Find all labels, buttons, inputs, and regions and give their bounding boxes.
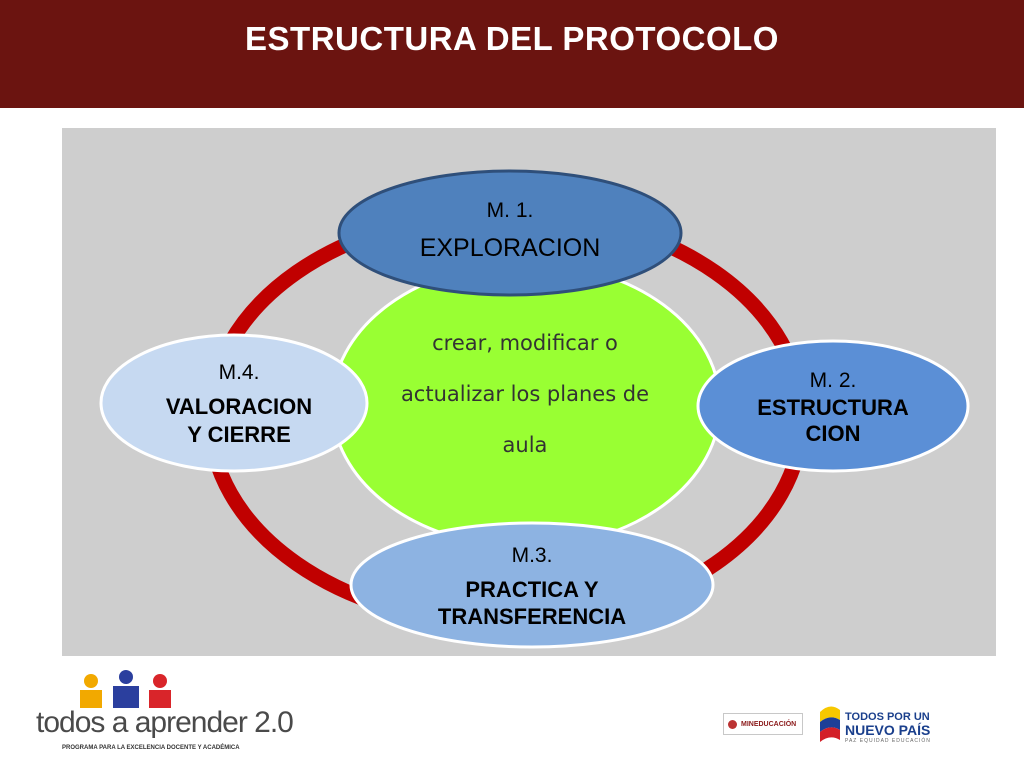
slogan-line-2: NUEVO PAÍS xyxy=(845,722,931,738)
center-line-2: actualizar los planes de xyxy=(400,382,650,406)
ministry-name: MINEDUCACIÓN xyxy=(741,720,797,728)
colombia-flag-icon xyxy=(820,706,840,742)
module-3-code: M.3. xyxy=(511,544,553,567)
center-text: crear, modificar o actualizar los planes… xyxy=(380,318,670,471)
brand-subtitle: PROGRAMA PARA LA EXCELENCIA DOCENTE Y AC… xyxy=(62,745,240,751)
center-line-1: crear, modificar o xyxy=(432,331,618,355)
header-bar xyxy=(0,0,1024,108)
module-4-ellipse xyxy=(99,333,369,473)
module-4-code: M.4. xyxy=(218,361,260,384)
slogan-logo: TODOS POR UN NUEVO PAÍS PAZ EQUIDAD EDUC… xyxy=(845,712,931,744)
module-1-ellipse xyxy=(337,169,683,297)
module-3-ellipse xyxy=(349,521,715,649)
slogan-line-3: PAZ EQUIDAD EDUCACIÓN xyxy=(845,738,931,744)
module-2-ellipse xyxy=(696,339,970,473)
todos-a-aprender-logo-icon xyxy=(80,670,171,708)
colombia-seal-icon xyxy=(728,719,737,729)
module-2-name-line-1: ESTRUCTURA xyxy=(757,395,909,420)
module-4-name-line-2: Y CIERRE xyxy=(187,422,291,447)
mineducacion-logo: MINEDUCACIÓN xyxy=(723,713,803,735)
brand-name: todos a aprender 2.0 xyxy=(36,706,294,739)
module-4-name-line-1: VALORACION xyxy=(165,394,313,419)
center-line-3: aula xyxy=(502,433,548,457)
module-1-code: M. 1. xyxy=(486,199,534,222)
module-2-code: M. 2. xyxy=(809,369,857,392)
module-2-name-line-2: CION xyxy=(805,421,861,446)
module-3-name-line-1: PRACTICA Y xyxy=(465,577,599,602)
slogan-line-1: TODOS POR UN xyxy=(845,711,930,723)
module-1-name: EXPLORACION xyxy=(419,234,601,262)
page-title: ESTRUCTURA DEL PROTOCOLO xyxy=(245,20,779,57)
module-3-name-line-2: TRANSFERENCIA xyxy=(437,604,627,629)
